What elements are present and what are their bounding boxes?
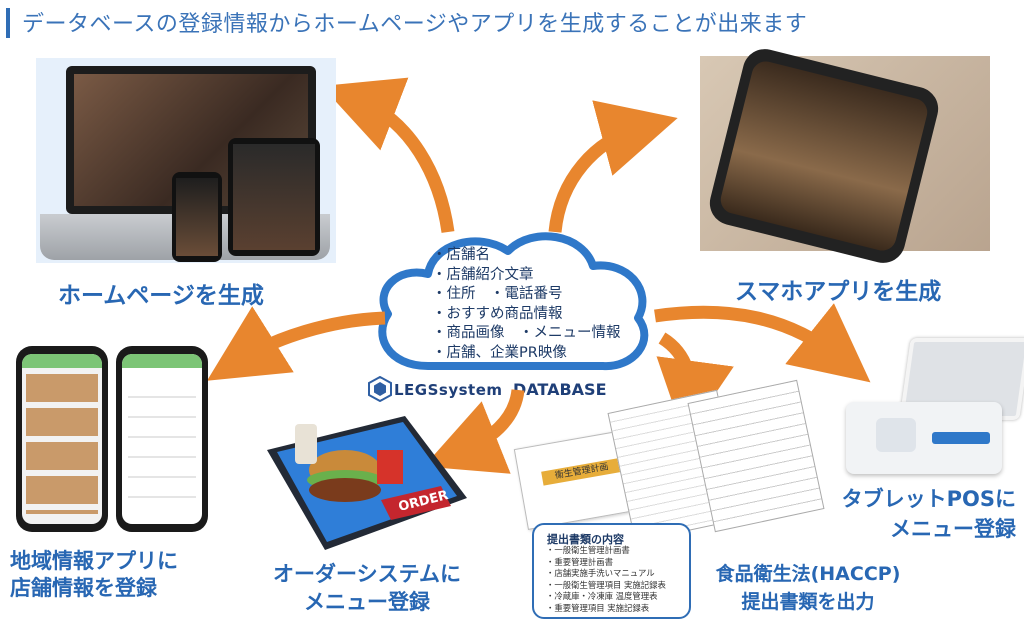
legs-cube-logo-icon [368, 376, 392, 402]
phone-app-screen [717, 58, 931, 254]
arrow-to-smartphone [548, 100, 678, 233]
tablet-device [228, 138, 320, 256]
db-item: ・店舗紹介文章 [432, 266, 534, 283]
regional-phone-right [116, 346, 208, 532]
db-item: ・店舗名 [432, 247, 490, 263]
order-system-label: オーダーシステムに メニュー登録 [273, 562, 461, 614]
order-button [381, 486, 451, 520]
haccp-label: 食品衛生法(HACCP) 提出書類を出力 [715, 563, 901, 613]
db-item: ・商品画像 ・メニュー情報 [432, 325, 621, 341]
homepage-label: ホームページを生成 [58, 283, 264, 309]
database-cloud [378, 232, 649, 371]
documents-list-box [532, 523, 691, 619]
regional-phone-left-screen [22, 354, 102, 524]
document-heading: 衛生管理計画 [541, 457, 623, 486]
legs-logo-text: LEGSsystem [394, 381, 503, 399]
regional-phone-right-screen [122, 354, 202, 524]
documents-list: ・一般衛生管理計画書 ・重要管理計画書 ・店舗実施手洗いマニュアル ・一般衛生管… [546, 545, 666, 613]
database-label: LEGSsystem DATABASE [394, 380, 607, 399]
app-header-bar [122, 354, 202, 368]
database-title: DATABASE [512, 380, 607, 399]
app-menu-list [128, 378, 196, 508]
header-accent-bar [6, 8, 10, 38]
app-header-bar [22, 354, 102, 368]
pos-printer [876, 418, 916, 452]
db-item: ・住所 ・電話番号 [432, 286, 563, 302]
arrow-to-homepage [321, 77, 455, 233]
smartphone-app-label: スマホアプリを生成 [735, 279, 942, 305]
pos-accent-stripe [932, 432, 990, 444]
tablet-screen [233, 144, 315, 250]
hand-held-phone [705, 44, 943, 268]
pos-terminal [846, 402, 1002, 474]
tablet-pos-label: タブレットPOSに メニュー登録 [841, 487, 1016, 541]
regional-phone-left [16, 346, 108, 532]
app-photo-grid [26, 374, 98, 514]
page-title: データベースの登録情報からホームページやアプリを生成することが出来ます [22, 12, 808, 37]
database-items: ・店舗名 ・店舗紹介文章 ・住所 ・電話番号 ・おすすめ商品情報 ・商品画像 ・… [432, 246, 621, 363]
phone-device [172, 172, 222, 262]
arrow-to-haccp [656, 332, 734, 439]
arrow-to-order [423, 388, 525, 474]
regional-app-label: 地域情報アプリに 店舗情報を登録 [10, 549, 178, 600]
order-tablet-illustration [267, 416, 467, 550]
arrow-to-regional-app [206, 306, 386, 381]
smartphone-photo [700, 44, 990, 268]
arrow-to-pos [654, 303, 871, 383]
documents-box-title: 提出書類の内容 [547, 533, 624, 546]
db-item: ・おすすめ商品情報 [432, 305, 563, 322]
phone-screen [176, 178, 218, 256]
db-item: ・店舗、企業PR映像 [432, 344, 567, 361]
